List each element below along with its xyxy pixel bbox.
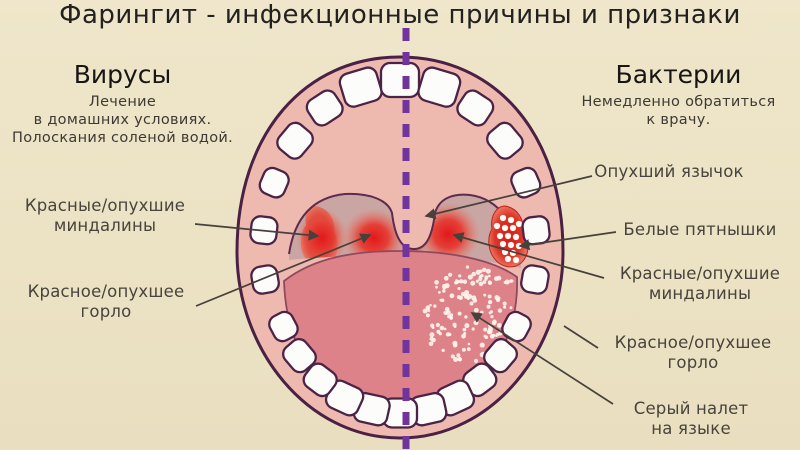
palate-arch-outline (288, 192, 522, 263)
tooth (520, 264, 550, 295)
tooth (486, 121, 524, 160)
annotation-uvula: Опухший язычок (594, 162, 744, 181)
tooth (456, 89, 495, 127)
annotation-left-tonsils: Красные/опухшие миндалины (24, 196, 186, 235)
bacteria-advice-line: к врачу. (646, 112, 711, 128)
bacteria-panel: Бактерии Немедленно обратиться к врачу. (556, 60, 800, 129)
tooth (258, 166, 290, 199)
tooth (338, 66, 383, 108)
leader-line-right-tonsils (452, 232, 605, 279)
leader-lines (194, 175, 617, 405)
teeth-ring (249, 61, 551, 429)
leader-line-left-throat (195, 233, 372, 307)
page-title: Фарингит - инфекционные причины и призна… (59, 0, 741, 30)
tooth (521, 215, 551, 246)
annotation-tongue-coating: Серый налет на языке (633, 399, 749, 438)
tooth (305, 89, 344, 127)
leader-line-uvula (424, 175, 593, 220)
leader-line-tongue-coating (470, 312, 614, 405)
bacteria-heading: Бактерии (615, 60, 742, 89)
virus-heading: Вирусы (73, 60, 172, 89)
leader-line-right-throat (563, 325, 599, 349)
virus-advice-line: в домашних условиях. (33, 112, 212, 128)
annotation-right-tonsils: Красные/опухшие миндалины (619, 264, 781, 303)
leader-line-white-spots (518, 231, 617, 251)
annotation-right-throat: Красное/опухшее горло (614, 333, 772, 372)
tooth (417, 66, 462, 108)
leader-line-left-tonsils (194, 223, 320, 241)
tooth (483, 338, 518, 374)
annotation-left-throat: Красное/опухшее горло (27, 282, 185, 321)
annotation-white-spots: Белые пятнышки (623, 220, 777, 239)
tooth (302, 362, 338, 398)
virus-panel: Вирусы Лечение в домашних условиях. Поло… (0, 60, 245, 147)
white-spots-cluster (493, 214, 523, 264)
virus-advice-line: Полоскания соленой водой. (11, 130, 234, 146)
tooth (282, 338, 317, 374)
tooth (276, 121, 314, 160)
tooth (379, 61, 421, 99)
virus-advice-line: Лечение (88, 94, 157, 110)
tooth (268, 310, 299, 343)
bacteria-advice-line: Немедленно обратиться (581, 94, 776, 110)
tooth (250, 264, 280, 295)
